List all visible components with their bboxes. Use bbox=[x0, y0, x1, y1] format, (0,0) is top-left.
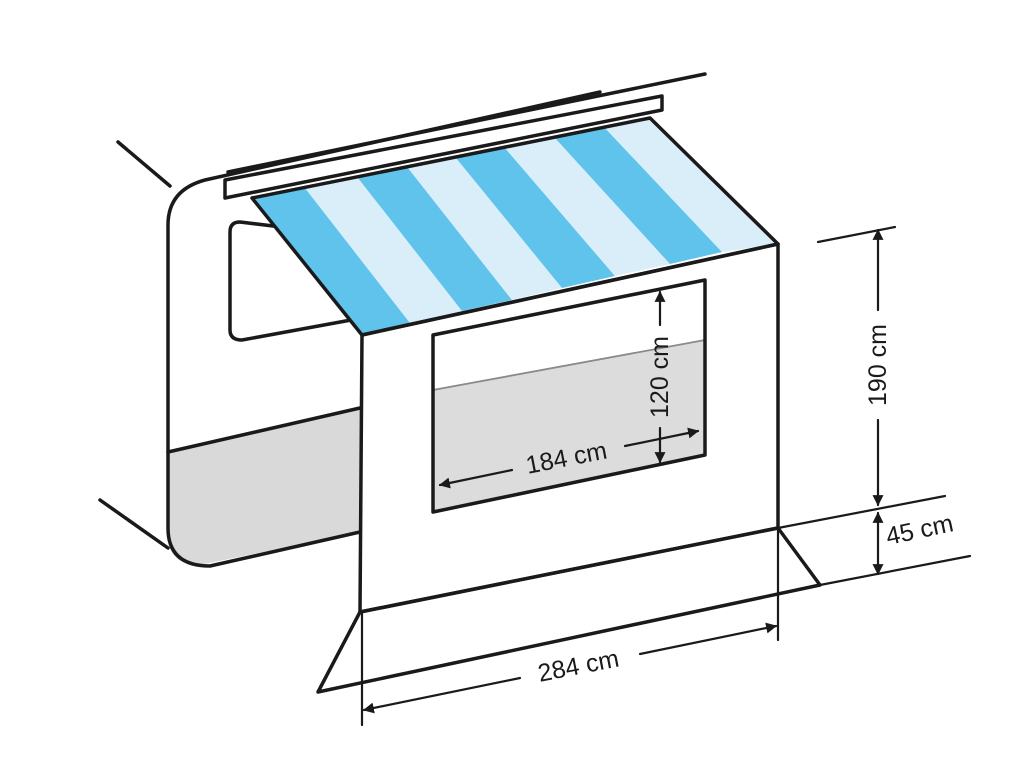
awning-canopy bbox=[250, 116, 780, 337]
height-label: 190 cm bbox=[864, 324, 892, 406]
caravan-front-top-edge bbox=[116, 140, 172, 188]
caravan-lower-band bbox=[168, 408, 360, 565]
window-height-label: 120 cm bbox=[646, 336, 674, 418]
caravan-front-bottom-edge bbox=[98, 498, 170, 550]
canopy-stripe-2 bbox=[305, 178, 462, 323]
canopy-stripe-6 bbox=[505, 138, 670, 276]
caravan-body-outline bbox=[166, 90, 602, 568]
height-top-extension bbox=[816, 225, 897, 244]
window-width-arrow-left bbox=[438, 468, 514, 489]
skirt-top-extension bbox=[776, 494, 947, 530]
window-width-arrow-right bbox=[623, 427, 700, 448]
caravan-band-line bbox=[166, 406, 362, 454]
panel-window-frame bbox=[431, 278, 707, 514]
canopy-stripe-4 bbox=[408, 158, 562, 300]
caravan-window bbox=[228, 220, 364, 342]
canopy-stripe-1 bbox=[252, 188, 410, 335]
canopy-stripe-8 bbox=[605, 118, 778, 252]
caravan bbox=[98, 90, 602, 568]
skirt-bottom-extension bbox=[818, 554, 972, 587]
width-label: 284 cm bbox=[536, 645, 622, 688]
rail-body bbox=[223, 94, 664, 200]
canopy-stripe-3 bbox=[358, 168, 512, 311]
dimensions: 190 cm 45 cm 284 cm 184 cm 120 cm bbox=[360, 225, 972, 727]
canopy-stripe-7 bbox=[555, 128, 722, 264]
panel-window-horizon bbox=[432, 339, 706, 391]
width-arrow-right bbox=[638, 622, 778, 656]
rail-top-line bbox=[226, 72, 707, 174]
panel-window-upper bbox=[433, 280, 705, 390]
skirt-label: 45 cm bbox=[883, 509, 955, 551]
width-arrow-left bbox=[362, 676, 522, 714]
awning-rail bbox=[223, 72, 707, 200]
canopy-stripe-5 bbox=[456, 148, 615, 288]
